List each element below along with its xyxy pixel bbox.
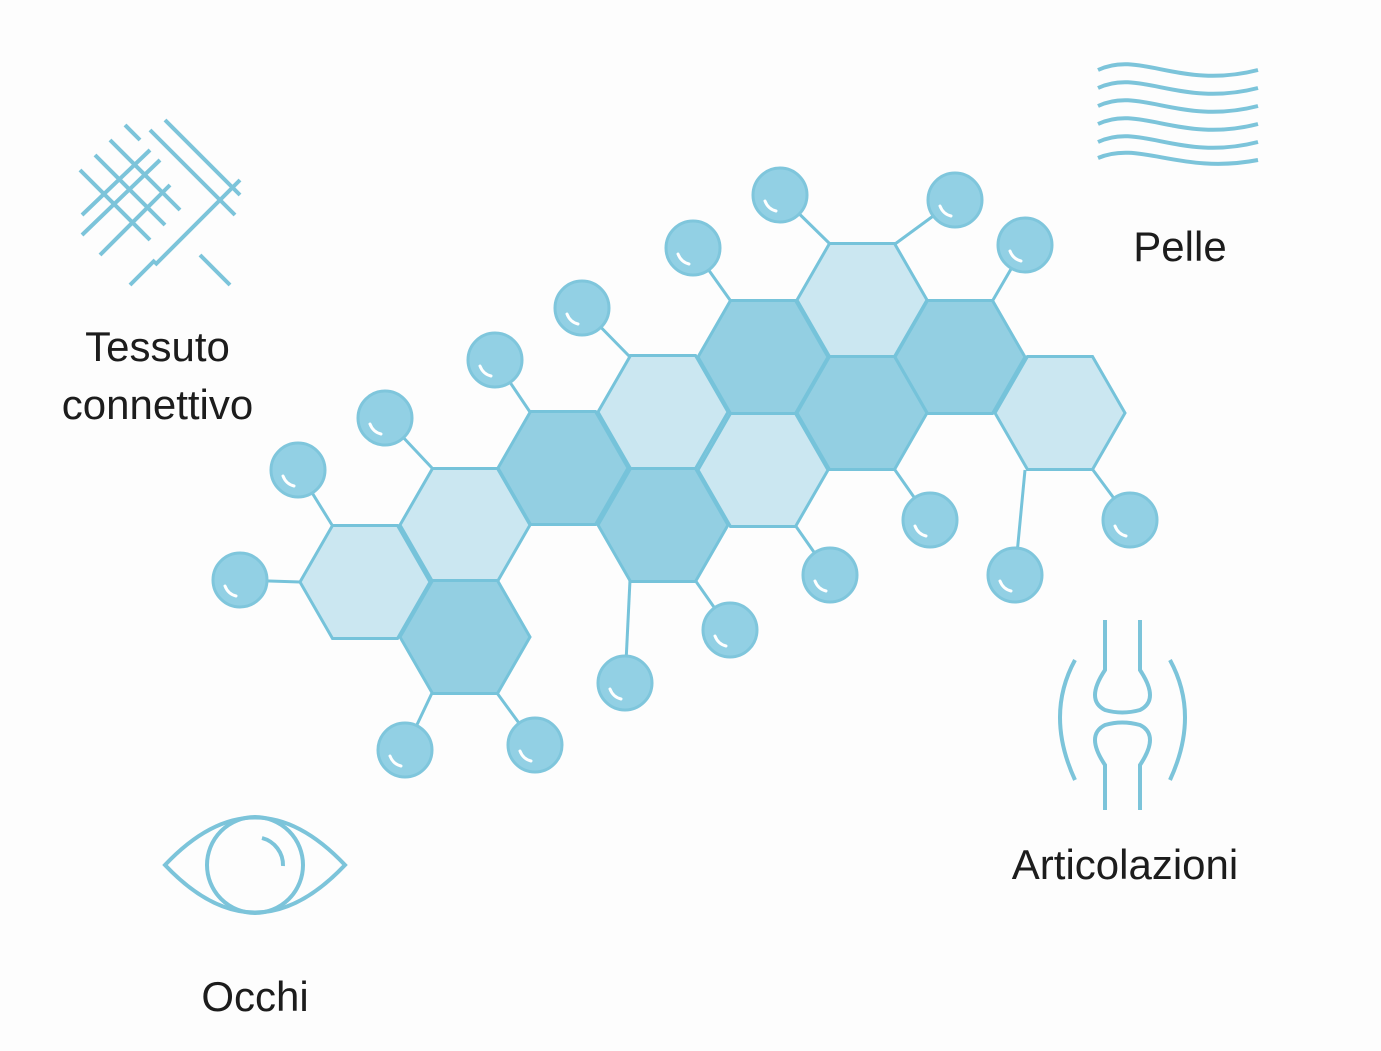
atom-node — [801, 546, 859, 604]
atom-node — [356, 389, 414, 447]
hexagon-ring — [696, 412, 830, 528]
atom-node — [1101, 491, 1159, 549]
atom-highlight — [813, 579, 828, 593]
atom-highlight — [938, 204, 953, 218]
atom-highlight — [565, 312, 580, 326]
atom-node — [506, 716, 564, 774]
atom-node — [996, 216, 1054, 274]
atom-highlight — [388, 754, 403, 768]
atom-highlight — [608, 687, 623, 701]
hexagon-ring — [496, 410, 630, 526]
atom-highlight — [1113, 524, 1128, 538]
atom-highlight — [1008, 249, 1023, 263]
label-skin: Pelle — [1133, 223, 1227, 270]
label-joints: Articolazioni — [1011, 841, 1239, 888]
hexagon-ring — [993, 355, 1127, 471]
atom-node — [986, 546, 1044, 604]
atom-highlight — [676, 252, 691, 266]
atom-highlight — [223, 584, 238, 598]
atom-node — [211, 551, 269, 609]
atom-node — [596, 654, 654, 712]
atom-node — [701, 601, 759, 659]
atom-node — [901, 491, 959, 549]
atom-node — [466, 331, 524, 389]
atom-highlight — [478, 364, 493, 378]
atom-node — [553, 279, 611, 337]
atom-highlight — [913, 524, 928, 538]
atom-highlight — [998, 579, 1013, 593]
atom-highlight — [763, 199, 778, 213]
hexagon-ring — [398, 579, 532, 695]
skin-waves-icon — [1097, 62, 1259, 166]
eye-icon — [162, 815, 348, 915]
label-line: Tessuto — [85, 323, 230, 370]
joint-icon — [1058, 620, 1187, 810]
label-line: connettivo — [61, 381, 254, 428]
atom-highlight — [281, 474, 296, 488]
atom-node — [926, 171, 984, 229]
atom-node — [751, 166, 809, 224]
atom-node — [376, 721, 434, 779]
woven-fibers-icon — [78, 118, 242, 287]
atom-node — [269, 441, 327, 499]
atom-highlight — [368, 422, 383, 436]
label-eyes: Occhi — [201, 973, 309, 1020]
label-connective-tissue: Tessuto connettivo — [20, 318, 295, 434]
hexagon-ring — [893, 299, 1027, 415]
atom-highlight — [518, 749, 533, 763]
atom-node — [664, 219, 722, 277]
atom-highlight — [713, 634, 728, 648]
